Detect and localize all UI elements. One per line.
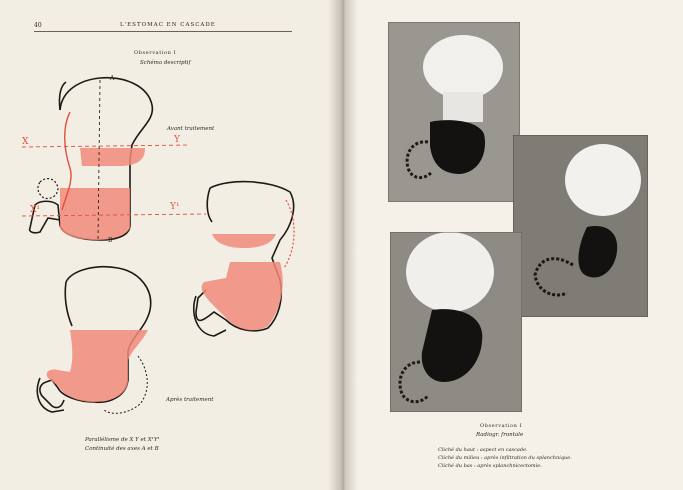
photo-subtitle: Radiogr. frontale <box>476 432 523 438</box>
photo-caption-1: Cliché du haut : aspect en cascade. <box>438 447 528 453</box>
caption-left-1: Parallélisme de X Y et X¹Y¹ <box>85 437 160 443</box>
xray-photo-top <box>388 22 520 202</box>
line-label-x1: X¹ <box>30 205 40 215</box>
photo-caption-3: Cliché du bas : après splanchnicectomie. <box>438 463 542 469</box>
stomach-diagrams <box>0 0 343 490</box>
line-label-y: Y <box>174 135 180 145</box>
line-label-y1: Y¹ <box>170 202 180 212</box>
left-page: 40 L'ESTOMAC EN CASCADE Observation I Sc… <box>0 0 343 490</box>
axis-label-b: B <box>108 237 113 244</box>
stomach-diagram-before <box>22 78 206 242</box>
fluid-level-lower <box>60 188 130 240</box>
book-gutter <box>328 0 358 490</box>
observation-title-right: Observation I <box>480 423 522 429</box>
photo-caption-2: Cliché du milieu : après infiltration du… <box>438 455 572 461</box>
fluid-level-upper <box>80 148 145 166</box>
side-fluid-upper <box>212 234 276 248</box>
xray-photo-bottom <box>390 232 522 412</box>
label-after-treatment: Après traitement <box>166 397 214 403</box>
caption-left-2: Continuité des axes A et B <box>85 446 159 452</box>
axis-label-a: A <box>110 75 115 82</box>
line-label-x: X <box>22 137 28 147</box>
stomach-diagram-side <box>194 182 294 336</box>
after-fluid <box>47 330 148 402</box>
stomach-diagram-after <box>37 267 150 414</box>
line-x-y <box>22 145 190 147</box>
label-before-treatment: Avant traitement <box>167 126 214 132</box>
side-fluid-lower <box>202 262 283 330</box>
xray-photo-middle <box>513 135 648 317</box>
